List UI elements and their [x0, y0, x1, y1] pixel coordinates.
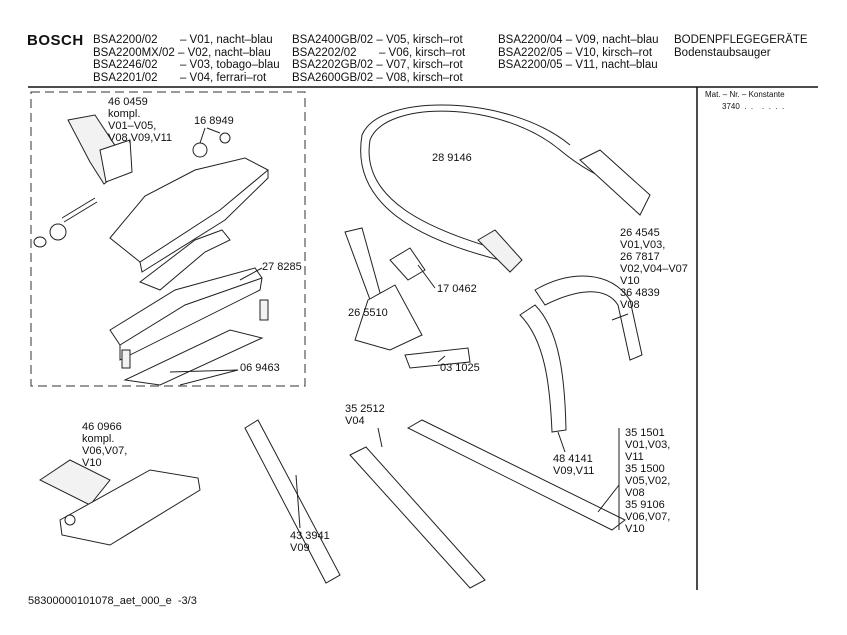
part-label-460459: 46 0459 kompl. V01–V05, V08,V09,V11 — [108, 96, 173, 144]
brush-plate-part — [109, 267, 263, 361]
extension-tube-part — [406, 419, 626, 531]
part-label-265510: 26 5510 — [348, 307, 388, 319]
spring-part — [121, 349, 131, 369]
model-line: BSA2202GB/02 – V07, kirsch–rot — [292, 59, 463, 71]
material-number-value: 3740 . . . . . . — [722, 102, 785, 111]
part-label-031025: 03 1025 — [440, 362, 480, 374]
brush-insert-part — [404, 347, 471, 369]
part-label-352512: 35 2512 V04 — [345, 403, 385, 427]
crevice-tool-part — [344, 227, 383, 306]
pedal-lever-part — [138, 229, 231, 291]
cap-part — [33, 236, 47, 248]
part-label-433941: 43 3941 V09 — [290, 530, 330, 554]
leader-line — [437, 355, 446, 363]
material-number-label: Mat. – Nr. – Konstante — [705, 90, 785, 99]
part-label-168949: 16 8949 — [194, 115, 234, 127]
leader-line — [597, 484, 620, 513]
combination-nozzle-part — [39, 459, 201, 546]
part-label-278285: 27 8285 — [262, 261, 302, 273]
upholstery-nozzle-part — [354, 284, 423, 351]
leader-line — [295, 474, 301, 529]
model-line: BSA2202/02 – V06, kirsch–rot — [292, 46, 466, 59]
clip-part — [389, 247, 426, 281]
leader-line — [169, 369, 239, 386]
model-line: BSA2201/02 – V04, ferrari–rot — [93, 71, 267, 84]
model-line: BSA2202/05 – V10, kirsch–rot — [498, 46, 653, 59]
model-line: BSA2246/02 – V03, tobago–blau — [93, 59, 280, 71]
part-label-289146: 28 9146 — [432, 152, 472, 164]
leader-line — [377, 427, 383, 448]
part-label-351501: 35 1501 V01,V03, V11 35 1500 V05,V02, V0… — [625, 427, 671, 535]
model-line: BSA2200/02 – V01, nacht–blau — [93, 34, 273, 46]
hose-connector-part — [477, 229, 523, 273]
model-line: BSA2200/04 – V09, nacht–blau — [498, 34, 659, 46]
leader-line — [557, 431, 566, 453]
wheel-part — [49, 223, 67, 241]
document-footer-id: 58300000101078_aet_000_e -3/3 — [28, 595, 197, 607]
spring-part — [259, 299, 269, 321]
nozzle-group-box — [30, 91, 306, 387]
handle-tube-part — [534, 275, 643, 361]
nozzle-connector-part — [67, 114, 133, 185]
model-line: BSA2200MX/02 – V02, nacht–blau — [93, 46, 271, 59]
roller-small-part — [219, 132, 231, 144]
curved-handle-part — [519, 304, 567, 433]
category-line: BODENPFLEGEGERÄTE — [674, 34, 808, 46]
hose-handle-part — [579, 149, 651, 216]
part-label-069463: 06 9463 — [240, 362, 280, 374]
model-line: BSA2600GB/02 – V08, kirsch–rot — [292, 71, 463, 84]
telescopic-tube-part — [244, 419, 341, 584]
base-plate-part — [123, 329, 264, 386]
leader-line — [417, 264, 436, 289]
part-label-264545: 26 4545 V01,V03, 26 7817 V02,V04–V07 V10… — [620, 227, 688, 311]
part-label-460966: 46 0966 kompl. V06,V07, V10 — [82, 421, 128, 469]
leader-line — [206, 127, 221, 134]
hose-outline — [360, 104, 571, 261]
roller-part — [192, 142, 208, 158]
axle-part — [61, 197, 98, 223]
part-label-484141: 48 4141 V09,V11 — [553, 453, 595, 477]
model-line: BSA2400GB/02 – V05, kirsch–rot — [292, 34, 463, 46]
part-label-170462: 17 0462 — [437, 283, 477, 295]
category-line: Bodenstaubsauger — [674, 46, 771, 59]
leader-line — [611, 313, 629, 321]
bosch-logo: BOSCH — [27, 32, 84, 49]
model-line: BSA2200/05 – V11, nacht–blau — [498, 59, 658, 71]
extension-tube-part — [349, 446, 486, 589]
leader-line — [199, 127, 206, 144]
nozzle-housing-part — [109, 157, 269, 273]
hose-part — [368, 110, 631, 251]
leader-line — [239, 267, 263, 281]
